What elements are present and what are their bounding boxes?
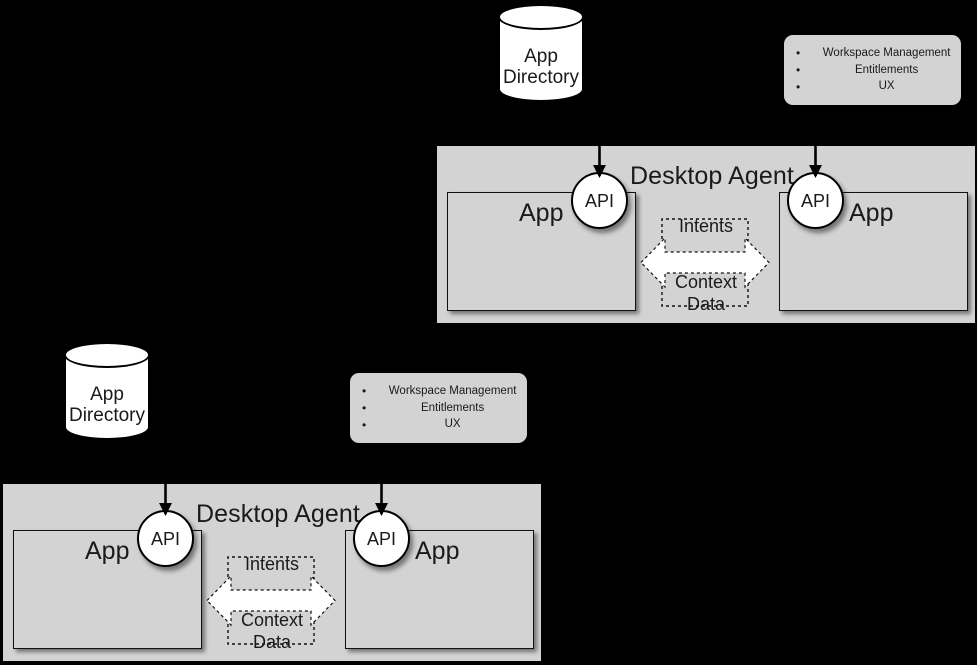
context-data-line1-bottom: Context xyxy=(240,610,304,630)
context-data-line2-bottom: Data xyxy=(252,631,292,652)
api-circle-left-bottom: API xyxy=(137,510,194,567)
api-circle-right-top: API xyxy=(787,172,844,229)
capability-label: Entitlements xyxy=(854,63,919,76)
cylinder-top-ellipse-top xyxy=(498,4,584,30)
capability-label: Workspace Management xyxy=(388,384,517,397)
list-item: • Workspace Management xyxy=(796,45,973,62)
api-circle-left-top: API xyxy=(571,172,628,229)
capability-label: UX xyxy=(878,80,895,93)
cylinder-top-ellipse-bottom xyxy=(64,342,150,368)
list-item: • UX xyxy=(796,78,973,95)
app-directory-cylinder-top: App Directory xyxy=(498,4,584,104)
bullet-icon: • xyxy=(362,400,367,415)
bullet-icon: • xyxy=(796,46,801,61)
app-label-left-bottom: App xyxy=(85,537,130,565)
context-data-line2-top: Data xyxy=(686,293,726,314)
app-label-right-bottom: App xyxy=(415,537,460,565)
bullet-icon: • xyxy=(796,79,801,94)
cylinder-body-top xyxy=(498,18,584,90)
context-data-line1-top: Context xyxy=(674,272,738,292)
app-directory-line1-bottom: App xyxy=(90,384,124,405)
capabilities-note-box-top: • Workspace Management • Entitlements • … xyxy=(784,35,961,105)
capabilities-list-bottom: • Workspace Management • Entitlements • … xyxy=(350,373,551,443)
api-label-right-top: API xyxy=(800,190,830,211)
bullet-icon: • xyxy=(362,384,367,399)
api-label-left-top: API xyxy=(584,190,614,211)
list-item: • Workspace Management xyxy=(362,383,539,400)
list-item: • UX xyxy=(362,416,539,433)
api-label-right-bottom: API xyxy=(366,528,396,549)
intents-label-top: Intents xyxy=(678,216,734,236)
app-directory-line1-top: App xyxy=(524,46,558,67)
fdc3-architecture-diagram-top: Desktop Agent App App Intents Context Da… xyxy=(0,0,977,332)
api-circle-right-bottom: API xyxy=(353,510,410,567)
list-item: • Entitlements xyxy=(362,400,539,417)
desktop-agent-title-top: Desktop Agent xyxy=(630,162,794,190)
app-label-right-top: App xyxy=(849,199,894,227)
capabilities-note-box-bottom: • Workspace Management • Entitlements • … xyxy=(350,373,527,443)
app-directory-label-bottom: App Directory xyxy=(64,384,150,427)
capability-label: Workspace Management xyxy=(822,46,951,59)
capabilities-list-top: • Workspace Management • Entitlements • … xyxy=(784,35,977,105)
capability-label: UX xyxy=(444,418,461,431)
bullet-icon: • xyxy=(796,62,801,77)
list-item: • Entitlements xyxy=(796,62,973,79)
api-label-left-bottom: API xyxy=(150,528,180,549)
context-data-label-bottom: Context Data xyxy=(222,610,322,653)
app-directory-cylinder-bottom: App Directory xyxy=(64,342,150,442)
capability-label: Entitlements xyxy=(420,401,485,414)
app-label-left-top: App xyxy=(519,199,564,227)
desktop-agent-title-bottom: Desktop Agent xyxy=(196,500,360,528)
intents-label-bottom: Intents xyxy=(244,554,300,574)
app-directory-line2-top: Directory xyxy=(502,67,579,89)
bullet-icon: • xyxy=(362,417,367,432)
context-data-label-top: Context Data xyxy=(656,272,756,315)
app-box-right-top xyxy=(779,192,968,311)
app-directory-line2-bottom: Directory xyxy=(68,405,145,427)
fdc3-architecture-diagram-bottom: Desktop Agent App App Intents Context Da… xyxy=(0,335,977,665)
app-directory-label-top: App Directory xyxy=(498,46,584,89)
cylinder-body-bottom xyxy=(64,356,150,428)
